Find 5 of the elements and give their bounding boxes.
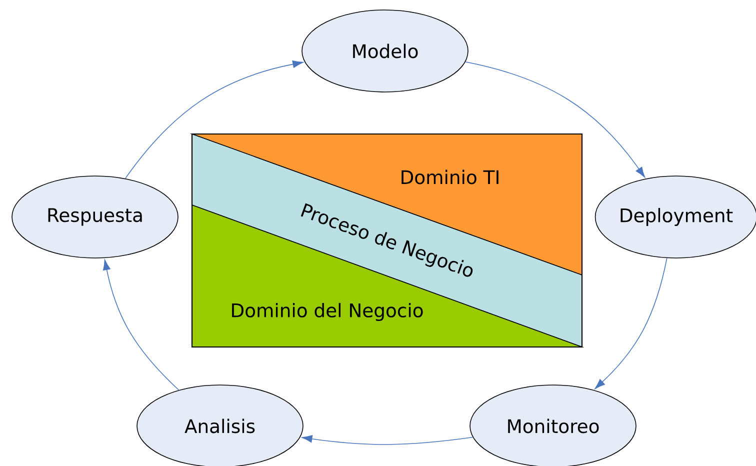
arrow: [302, 435, 474, 445]
arrow: [124, 60, 304, 179]
arrow: [103, 260, 180, 390]
arrow: [465, 61, 646, 178]
arrow: [594, 258, 668, 390]
